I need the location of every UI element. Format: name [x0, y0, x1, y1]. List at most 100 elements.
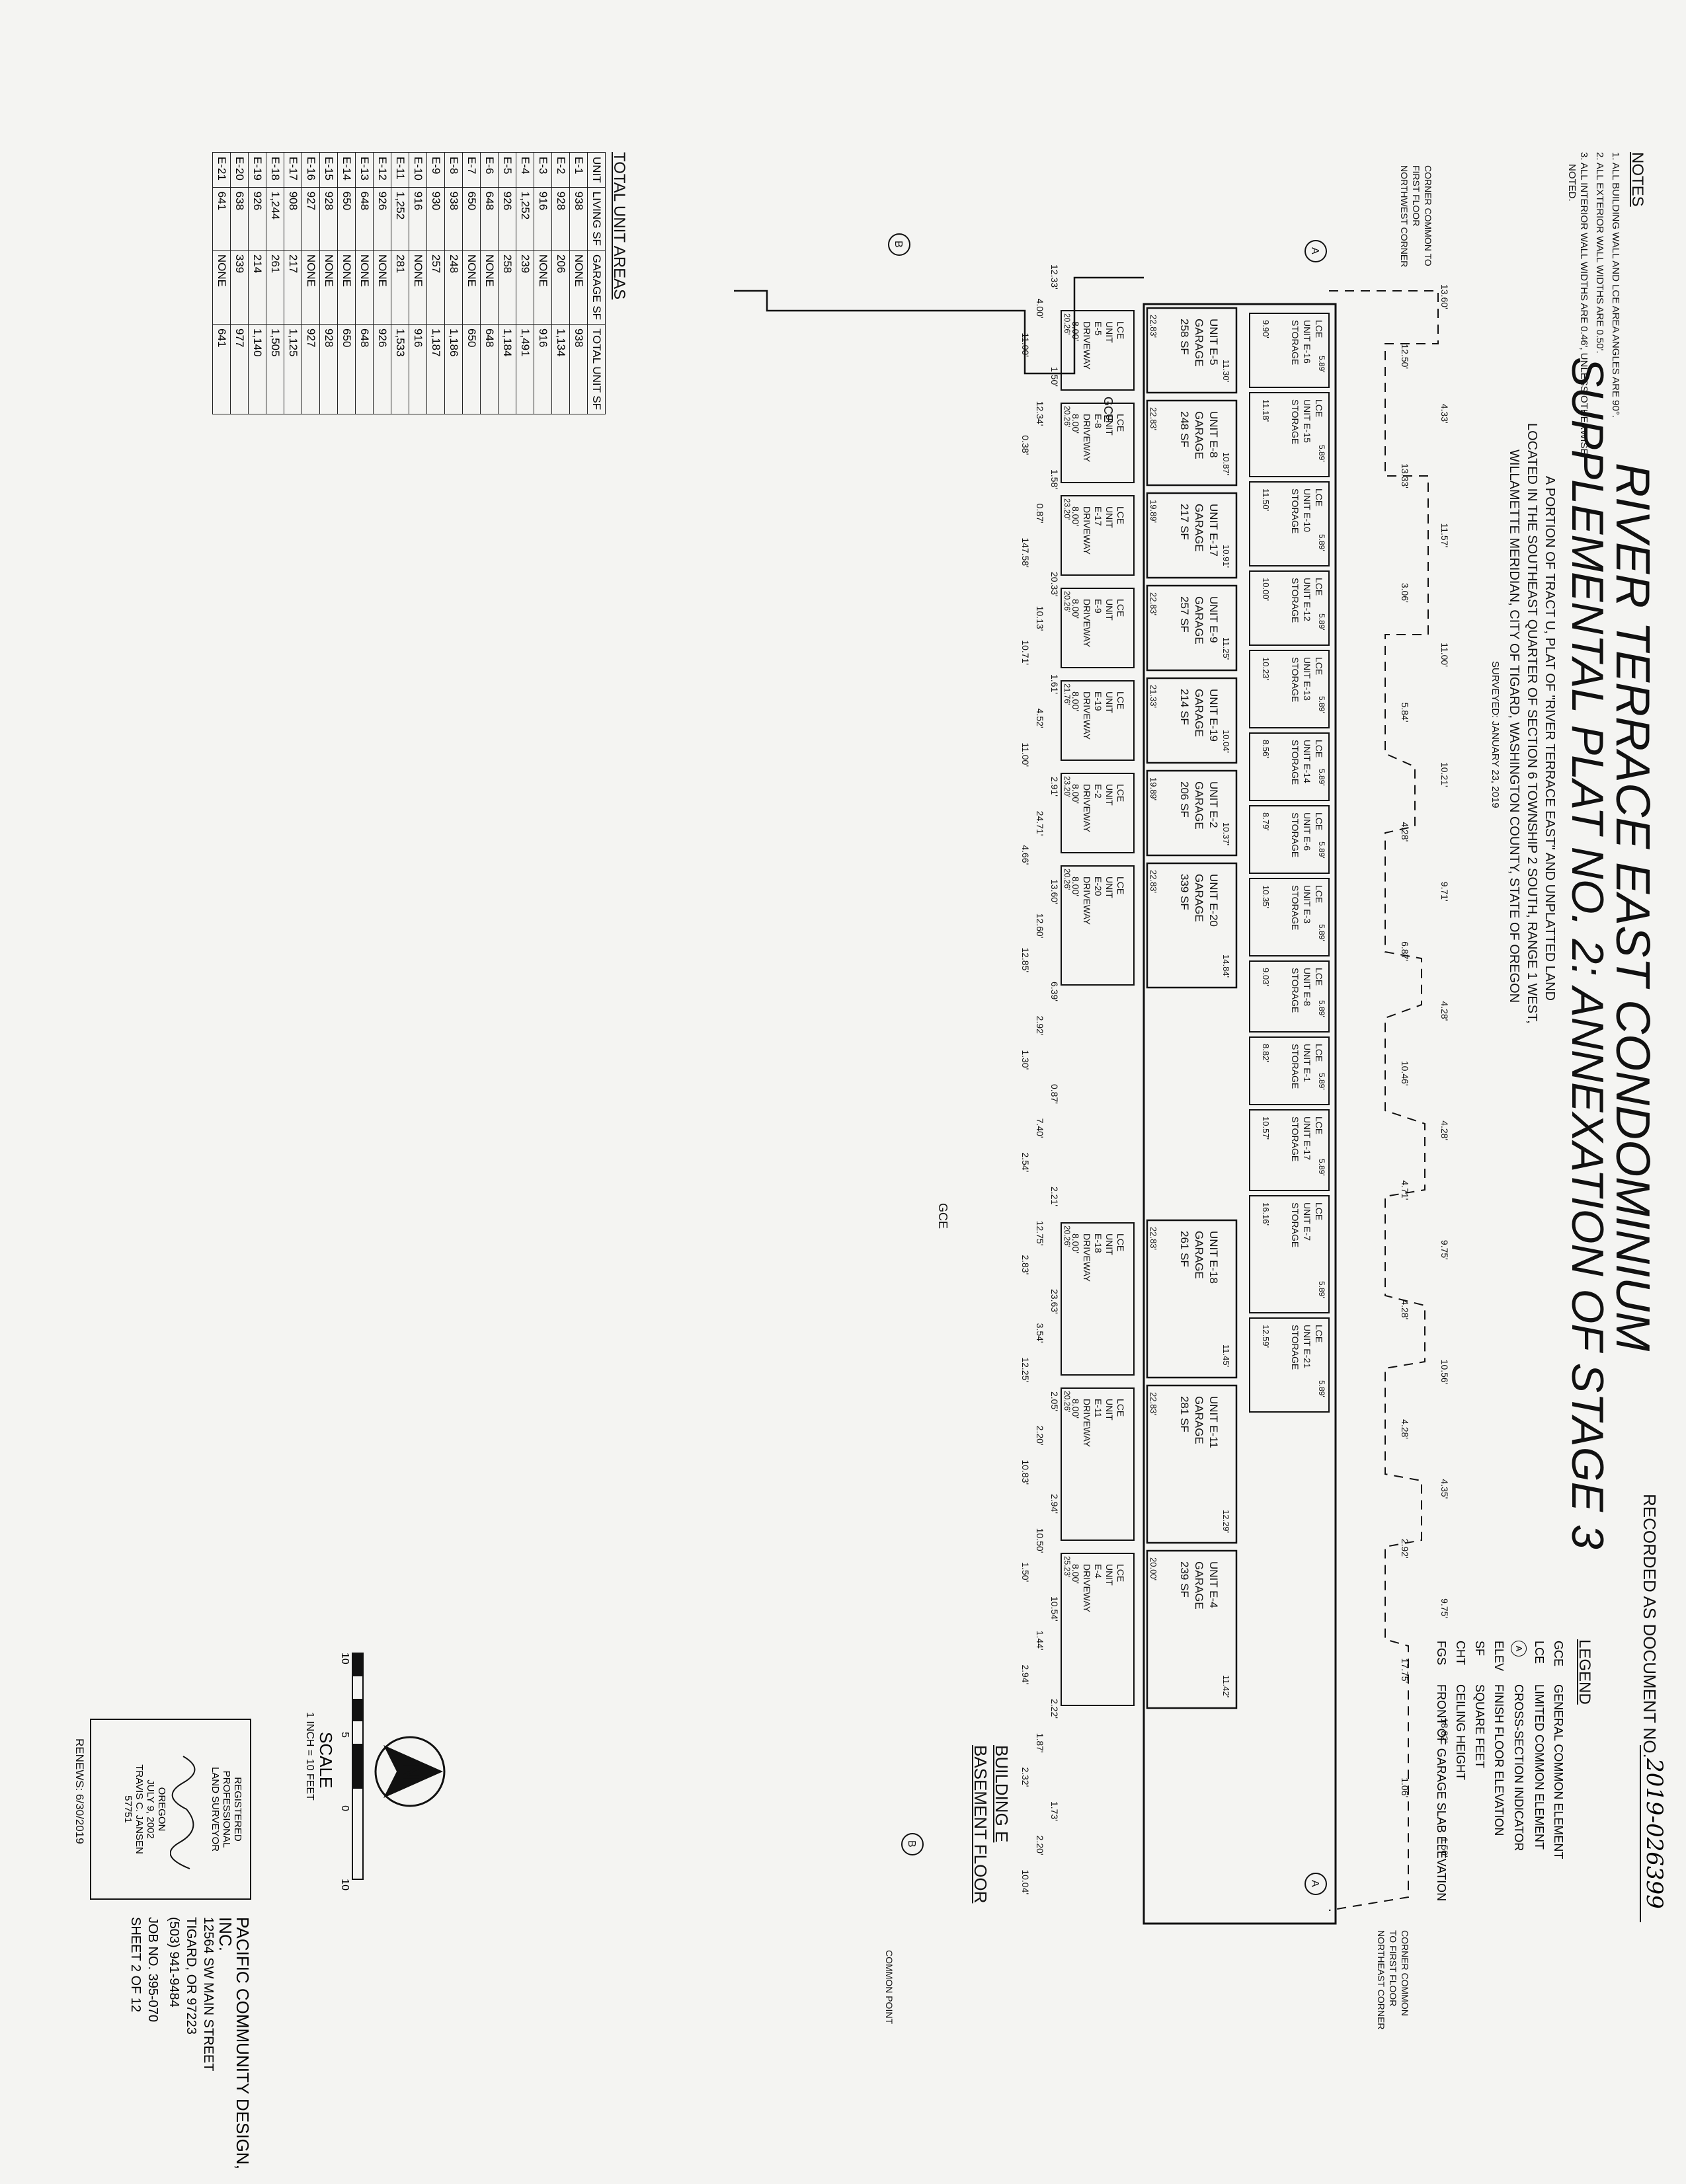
garage-width: 22.83': [1148, 592, 1158, 615]
storage-depth: 10.57': [1261, 1116, 1271, 1140]
driveway-label: DRIVEWAY: [1082, 321, 1092, 370]
garage-label: GARAGE: [1193, 781, 1205, 830]
dimension-label: 4.28': [1439, 1001, 1450, 1021]
driveway-label: 8.00': [1070, 506, 1081, 526]
storage-depth: 8.79': [1261, 812, 1271, 831]
job-number: JOB NO. 395-070: [145, 1917, 160, 2022]
dimension-label: 2.94': [1049, 1494, 1060, 1514]
dimension-label: 10.71': [1020, 640, 1031, 665]
driveway-label: UNIT: [1104, 1399, 1115, 1421]
driveway-label: 8.00': [1070, 599, 1081, 619]
scale-bar-graphic: [352, 1653, 364, 1880]
dimension-label: 13.60': [1439, 284, 1450, 309]
garage-width: 22.83': [1148, 407, 1158, 430]
driveway-label: UNIT: [1104, 321, 1115, 343]
surveyor-signature-icon: [169, 1756, 196, 1869]
garage-depth: 10.87': [1221, 452, 1231, 475]
storage-label: LCE: [1314, 740, 1324, 758]
dimension-label: 3.06': [1400, 583, 1410, 603]
dimension-label: 4.28': [1439, 1120, 1450, 1140]
dimension-label: 10.21': [1439, 762, 1450, 787]
garage-label: 339 SF: [1178, 874, 1191, 910]
dimension-label: 12.33': [1049, 264, 1060, 290]
corner-ne-line1: CORNER COMMON: [1400, 1930, 1410, 2016]
dimension-label: 10.83': [1020, 1460, 1031, 1485]
driveway-width: 21.76': [1063, 683, 1072, 705]
north-letter: N: [398, 1764, 423, 1780]
storage-width: 5.89': [1317, 613, 1326, 631]
driveway-label: DRIVEWAY: [1082, 1399, 1092, 1448]
company-address: 12564 SW MAIN STREET: [201, 1917, 216, 2072]
dimension-label: 2.20': [1035, 1426, 1045, 1446]
dimension-label: 10.04': [1020, 1869, 1031, 1894]
first-floor-overlay: [1328, 290, 1439, 1911]
storage-label: UNIT E-21: [1302, 1325, 1312, 1368]
building-outline: [1143, 303, 1337, 1925]
storage-width: 5.89': [1317, 696, 1326, 713]
driveway-label: DRIVEWAY: [1082, 599, 1092, 648]
storage-label: LCE: [1314, 812, 1324, 830]
dimension-label: 1.73': [1049, 1801, 1060, 1821]
dimension-label: 18.82': [1439, 1718, 1450, 1743]
dimension-label: 147.58': [1020, 537, 1031, 568]
driveway-label: DRIVEWAY: [1082, 1564, 1092, 1613]
dimension-label: 4.35': [1439, 1479, 1450, 1499]
storage-width: 5.89': [1317, 1159, 1326, 1176]
driveway-label: LCE: [1115, 1564, 1126, 1582]
dimension-label: 12.34': [1035, 401, 1045, 426]
driveway-label: UNIT: [1104, 691, 1115, 713]
driveway-label: 8.00': [1070, 414, 1081, 434]
garage-depth: 11.30': [1221, 360, 1231, 382]
garage-width: 22.83': [1148, 1392, 1158, 1415]
building-label: BUILDING E: [992, 1745, 1012, 1843]
driveway-width: 20.26': [1063, 406, 1072, 427]
corner-nw-line2: FIRST FLOOR: [1411, 165, 1422, 226]
garage-depth: 10.91': [1221, 545, 1231, 568]
driveway-width: 25.23': [1063, 1556, 1072, 1577]
driveway-width: 20.26': [1063, 869, 1072, 890]
dimension-label: 4.00': [1035, 299, 1045, 319]
dimension-label: 2.54': [1020, 1152, 1031, 1172]
gce-label-1: GCE: [1102, 397, 1115, 422]
garage-label: UNIT E-18: [1207, 1231, 1220, 1284]
dimension-label: 1.87': [1035, 1733, 1045, 1753]
garage-label: 257 SF: [1178, 596, 1191, 633]
svg-text:A: A: [1309, 1880, 1320, 1887]
dimension-label: 2.05': [1049, 1391, 1060, 1411]
driveway-label: E-8: [1093, 414, 1104, 428]
storage-label: STORAGE: [1290, 1325, 1301, 1370]
dimension-label: 2.21': [1049, 1187, 1060, 1206]
storage-label: STORAGE: [1290, 885, 1301, 930]
dimension-label: 10.13': [1035, 606, 1045, 631]
storage-depth: 8.82': [1261, 1044, 1271, 1062]
storage-depth: 11.18': [1261, 399, 1271, 422]
driveway-label: E-9: [1093, 599, 1104, 613]
dimension-label: 12.75': [1035, 1221, 1045, 1246]
driveway-label: DRIVEWAY: [1082, 506, 1092, 555]
corner-nw-line3: NORTHWEST CORNER: [1399, 165, 1410, 267]
garage-label: 258 SF: [1178, 319, 1191, 355]
dimension-label: 11.00': [1020, 332, 1031, 357]
storage-label: STORAGE: [1290, 1202, 1301, 1247]
garage-depth: 10.04': [1221, 730, 1231, 753]
driveway-width: 23.20': [1063, 498, 1072, 520]
driveway-width: 23.20': [1063, 776, 1072, 797]
stamp-line: JULY 9, 2002: [145, 1779, 156, 1839]
driveway-label: E-17: [1093, 506, 1104, 526]
stamp-line: REGISTERED: [232, 1777, 243, 1842]
driveway-label: E-4: [1093, 1564, 1104, 1579]
